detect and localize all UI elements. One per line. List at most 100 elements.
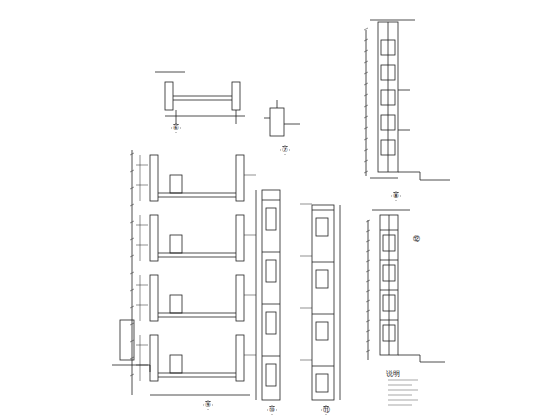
detail-stroke [364,83,368,85]
detail-stroke [130,272,134,274]
wall-block [383,265,395,281]
detail-stroke [366,270,370,272]
wall-block [236,155,244,201]
detail-stroke [244,175,256,176]
wall-block [236,335,244,381]
wall-block [170,235,182,253]
detail-stroke [366,310,370,312]
wall-block [266,312,276,334]
detail-stroke [130,187,134,189]
detail-stroke [312,210,334,211]
detail-stroke [364,116,368,118]
section-mark: ⑥ [172,125,180,132]
wall-block [150,155,158,201]
detail-stroke [388,405,412,406]
detail-stroke [158,257,236,258]
detail-stroke [130,374,134,376]
section-mark: ⑦ [281,147,289,154]
notes-heading: 说明 [385,371,401,378]
wall-block [266,364,276,386]
repeated-strokes [130,28,418,405]
detail-stroke [388,385,412,386]
wall-block [236,275,244,321]
detail-stroke [364,94,368,96]
detail-stroke [136,345,148,346]
detail-stroke [130,289,134,291]
section-d [112,150,250,409]
wall-block [266,260,276,282]
wall-block [316,218,328,236]
detail-stroke [130,255,134,257]
detail-stroke [130,170,134,172]
detail-stroke [300,360,312,361]
detail-stroke [300,256,312,257]
section-mark: ⑫ [412,236,421,243]
detail-stroke [364,160,368,162]
detail-stroke [364,50,368,52]
detail-stroke [366,340,370,342]
detail-stroke [140,215,141,261]
detail-stroke [244,355,256,356]
detail-stroke [366,250,370,252]
wall-block [170,355,182,373]
detail-stroke [380,230,398,231]
detail-stroke [366,320,370,322]
detail-stroke [364,105,368,107]
detail-stroke [388,400,418,401]
detail-stroke [262,200,280,201]
wall-block [381,115,395,130]
wall-block [316,374,328,392]
detail-stroke [130,306,134,308]
section-a [155,72,245,132]
section-e [256,190,280,414]
section-mark: ⑪ [322,407,331,414]
detail-stroke [158,377,236,378]
detail-stroke [366,260,370,262]
wall-block [383,295,395,311]
detail-stroke [312,366,334,367]
detail-stroke [380,260,398,261]
detail-stroke [130,340,134,342]
detail-stroke [130,204,134,206]
detail-stroke [262,356,280,357]
detail-stroke [366,280,370,282]
wall-block [170,175,182,193]
detail-stroke [364,28,368,30]
detail-stroke [312,314,334,315]
detail-stroke [158,197,236,198]
detail-stroke [300,204,312,205]
detail-stroke [244,295,256,296]
detail-stroke [140,335,141,381]
wall-block [236,215,244,261]
detail-stroke [366,330,370,332]
detail-stroke [366,290,370,292]
detail-stroke [364,127,368,129]
detail-stroke [130,357,134,359]
detail-stroke [366,230,370,232]
detail-stroke [130,323,134,325]
section-b [264,100,300,154]
detail-stroke [364,61,368,63]
detail-stroke [262,252,280,253]
section-g [368,210,445,362]
detail-stroke [366,240,370,242]
detail-stroke [364,39,368,41]
detail-stroke [364,171,368,173]
wall-block [316,322,328,340]
detail-stroke [136,185,148,186]
detail-stroke [364,149,368,151]
section-mark: ⑩ [268,407,276,414]
detail-stroke [312,262,334,263]
detail-stroke [136,225,148,226]
detail-stroke [366,350,370,352]
detail-stroke [140,155,141,201]
detail-stroke [388,380,418,381]
detail-stroke [364,138,368,140]
detail-stroke [136,285,148,286]
detail-stroke [130,221,134,223]
detail-stroke [136,245,148,246]
detail-stroke [300,308,312,309]
section-mark: ⑧ [392,193,400,200]
